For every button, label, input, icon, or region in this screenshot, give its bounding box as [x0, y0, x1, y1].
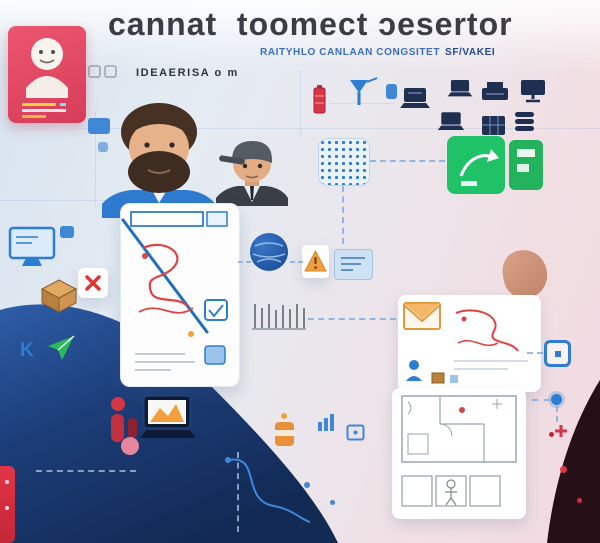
connector-line: [370, 160, 445, 162]
bg-gridline: [80, 128, 600, 129]
connector-line: [527, 352, 543, 354]
bg-gridline: [95, 112, 96, 207]
header-band: [0, 0, 600, 72]
red-edge-banner: [0, 466, 15, 543]
node-dot: [551, 394, 562, 405]
cube-icon: [40, 279, 78, 313]
profile-blob: [499, 247, 551, 301]
bearded-man-illustration: [102, 103, 217, 218]
laptop-icon: [447, 79, 473, 97]
mini-glyphs-icon: [88, 65, 117, 78]
blue-box-icon: [346, 424, 365, 441]
blue-block-icon: [386, 84, 397, 99]
connector-line: [237, 452, 239, 532]
component-icon: [544, 340, 571, 367]
red-dot: [560, 466, 567, 473]
sketch-phone-card: [120, 203, 240, 387]
blue-node-dot: [304, 482, 310, 488]
maroon-corner-shape: [547, 380, 600, 543]
floor-plan-sketch: [401, 395, 517, 507]
green-tile-list-icon: [509, 140, 543, 190]
connector-line: [308, 318, 396, 320]
page-title: cannat toomect ɔesertor: [108, 6, 513, 42]
globe-icon: [250, 233, 288, 271]
bg-gridline: [330, 103, 395, 104]
warning-card-icon: [302, 245, 329, 278]
chip-icon: [60, 226, 74, 238]
capsule-shapes: [111, 397, 139, 455]
subtitle-main: RAITYHLO CANLAAN CONGSITET: [260, 47, 441, 58]
paper-plane-icon: [48, 335, 75, 360]
page-subtitle: RAITYHLO CANLAAN CONGSITET SF/VAKEI: [260, 47, 495, 58]
connector-line: [342, 186, 344, 244]
floor-plan-card: [392, 388, 526, 519]
capped-man-illustration: [216, 141, 288, 206]
bg-gridline: [300, 70, 301, 140]
connector-line: [238, 261, 251, 263]
blue-tag-icon: [98, 142, 108, 152]
laptop-icon: [437, 112, 465, 130]
connector-line: [532, 399, 550, 401]
hooded-figure-icon: [22, 38, 68, 118]
signal-curve: [225, 457, 311, 523]
red-profile-card: [8, 26, 86, 123]
candle-icon: [275, 413, 294, 446]
sketch-content: [121, 211, 228, 371]
mail-sketch-content: [403, 302, 528, 384]
green-tile-arrow-icon: [447, 136, 505, 194]
connector-line: [36, 470, 136, 472]
chart-laptop-icon: [140, 395, 196, 438]
subtitle-accent: SF/VAKEI: [445, 47, 496, 58]
dot-matrix-icon: [318, 138, 370, 186]
blue-tag-icon: [88, 118, 110, 134]
brand-text: IDEAERISA o m: [136, 67, 239, 79]
monitor-outline-icon: [8, 226, 56, 266]
flask-icon: [350, 77, 378, 105]
connector-line: [290, 261, 303, 263]
monitor-icon: [521, 80, 545, 103]
green-widget: [447, 136, 545, 198]
tally-lines: [252, 304, 306, 330]
error-x-icon: [78, 268, 108, 298]
letter-k-icon: K: [20, 340, 34, 361]
grid-box-icon: [482, 116, 505, 135]
bar-chart-icon: [318, 414, 334, 431]
note-icon: [334, 249, 373, 280]
mail-sketch-card: [398, 295, 541, 392]
laptop-icon: [400, 88, 430, 108]
bg-gridline: [0, 200, 120, 201]
blue-node-dot: [330, 500, 335, 505]
red-dot: [549, 432, 554, 437]
battery-icon: [313, 85, 326, 114]
red-plus-icon: [555, 425, 567, 437]
coin-stack-icon: [515, 112, 534, 131]
printer-icon: [482, 82, 508, 100]
connector-line: [556, 406, 558, 422]
red-dot: [577, 498, 582, 503]
